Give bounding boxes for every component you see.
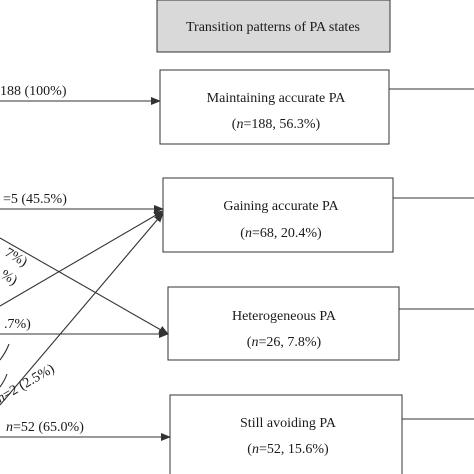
header-box xyxy=(156,0,391,53)
arrow-diag-down-to-heterogeneous xyxy=(0,237,169,335)
box-heterogeneous-pa xyxy=(167,286,400,361)
edge-label-5: =5 (45.5%) xyxy=(3,192,67,207)
edge-label-partial-1: 7%) xyxy=(2,245,30,270)
cropped-arc-1 xyxy=(0,343,10,361)
edge-label-188: 188 (100%) xyxy=(0,84,67,99)
edge-label-2: n=2 (2.5%) xyxy=(0,361,58,406)
box-maintaining-stat: (n=188, 56.3%) xyxy=(232,117,321,132)
edge-label-partial-2: %) xyxy=(0,267,20,288)
box-heterogeneous-title: Heterogeneous PA xyxy=(232,309,337,324)
edge-label-partial-3: .7%) xyxy=(4,317,31,332)
header-title: Transition patterns of PA states xyxy=(186,20,360,35)
box-still-avoiding-pa xyxy=(169,394,403,474)
box-maintaining-accurate-pa xyxy=(159,69,390,145)
arrow-diag-up-to-gaining-1 xyxy=(0,210,164,307)
box-gaining-accurate-pa xyxy=(162,177,394,253)
edge-label-52: n=52 (65.0%) xyxy=(6,420,84,435)
box-still-avoiding-stat: (n=52, 15.6%) xyxy=(247,442,329,457)
box-gaining-title: Gaining accurate PA xyxy=(223,199,339,214)
arrow-diag-up-to-gaining-2 xyxy=(0,212,164,406)
cropped-arc-2 xyxy=(0,373,8,388)
box-heterogeneous-stat: (n=26, 7.8%) xyxy=(247,335,322,350)
box-still-avoiding-title: Still avoiding PA xyxy=(240,416,337,431)
box-gaining-stat: (n=68, 20.4%) xyxy=(240,226,322,241)
box-maintaining-title: Maintaining accurate PA xyxy=(207,91,347,106)
